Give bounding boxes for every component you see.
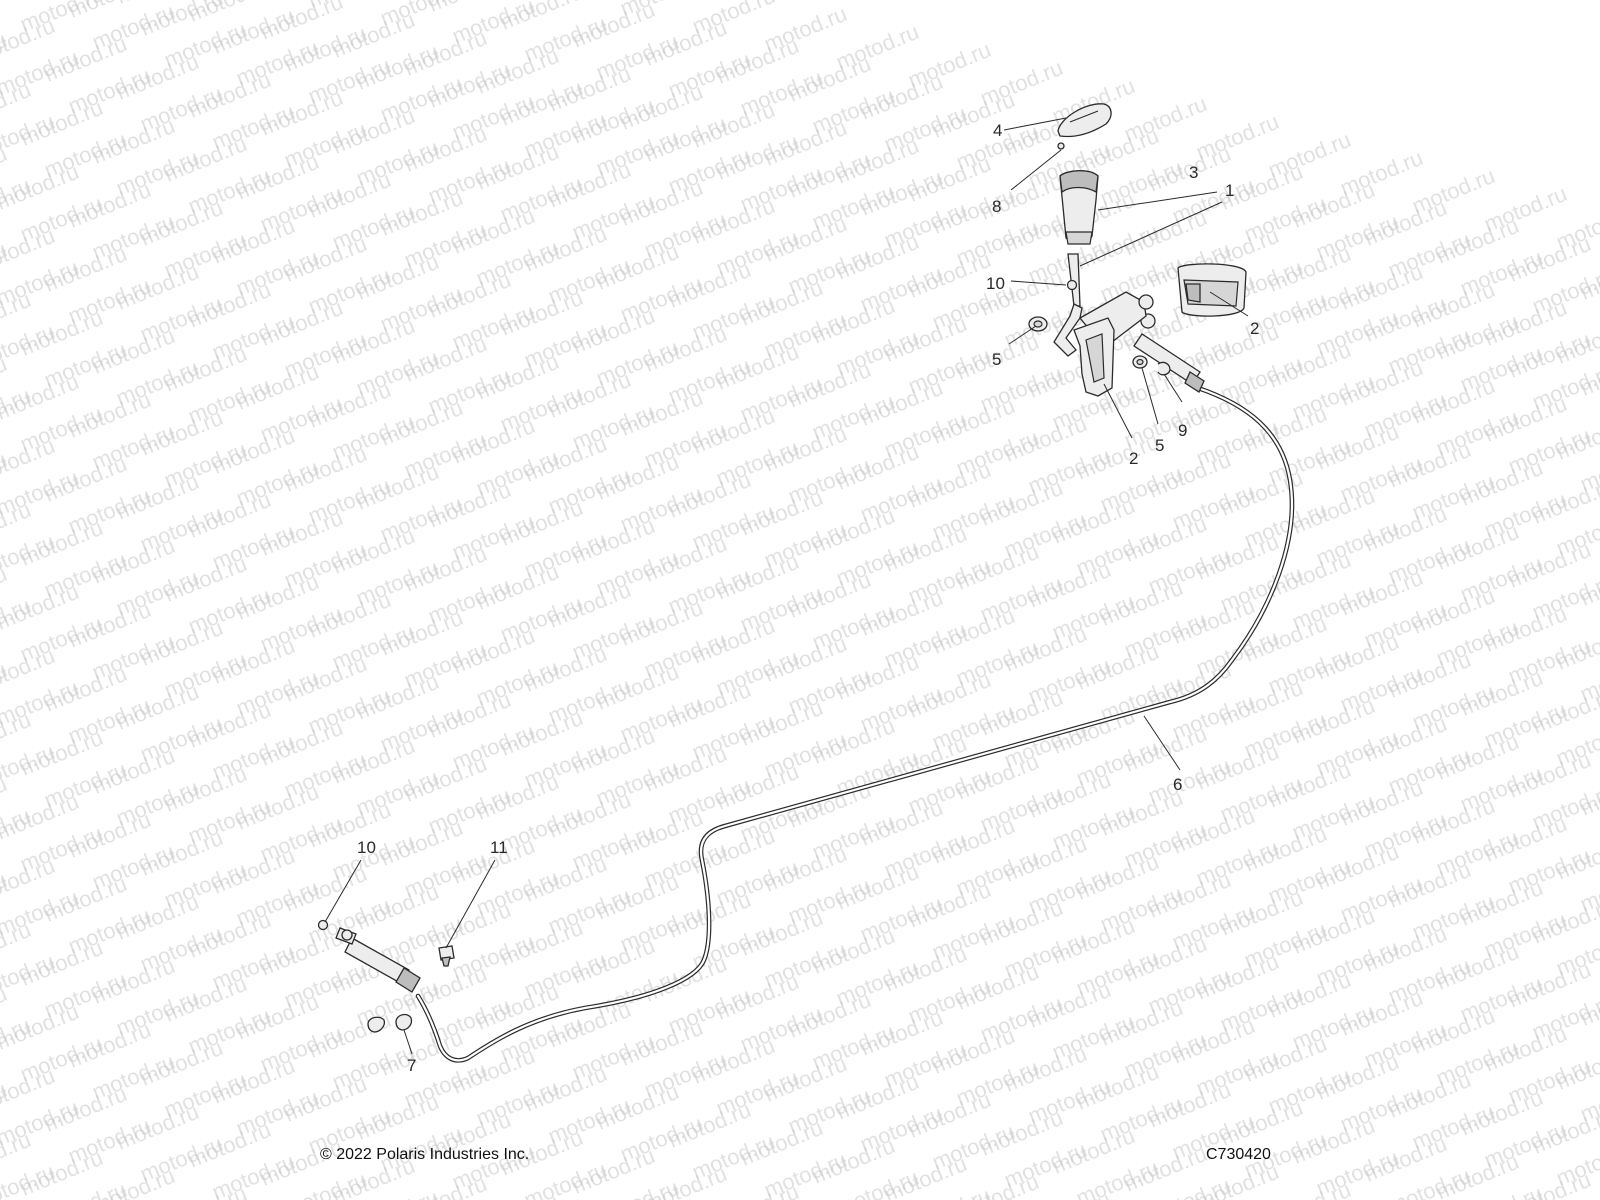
nuts (367, 1013, 413, 1033)
leader-2-lower (1103, 383, 1133, 439)
pin (1057, 142, 1065, 150)
small-nut-lower-body (317, 919, 329, 931)
callout-8: 8 (992, 197, 1001, 216)
leader-10-lower (324, 859, 362, 923)
leader-2-upper (1209, 291, 1249, 317)
upper-cable-end (1133, 313, 1205, 393)
shifter-bracket (1073, 317, 1115, 397)
callout-10-lower: 10 (357, 838, 376, 857)
shift-lever-pivot (1138, 294, 1154, 310)
copyright-notice: © 2022 Polaris Industries Inc. (320, 1146, 530, 1163)
callout-labels: 1 2 2 3 4 5 5 6 7 8 9 10 10 11 (357, 121, 1259, 1075)
shift-cable (415, 385, 1295, 1063)
upper-cable-ferrule (1184, 371, 1205, 393)
leader-8 (1010, 149, 1062, 191)
callout-3: 3 (1189, 163, 1198, 182)
callout-1: 1 (1225, 181, 1234, 200)
leader-3 (1097, 191, 1218, 211)
shift-knob-collar (1065, 231, 1093, 245)
callout-2-lower: 2 (1129, 449, 1138, 468)
leader-7 (403, 1029, 413, 1055)
leader-11 (445, 859, 496, 949)
leader-4 (1003, 117, 1067, 131)
small-nut-upper-body (1066, 279, 1078, 291)
lower-cable-eyelet (341, 929, 353, 941)
callout-4: 4 (993, 121, 1002, 140)
shift-knob-top (1059, 170, 1099, 194)
push-fastener-stem (441, 956, 451, 967)
callout-10-upper: 10 (986, 274, 1005, 293)
callout-9: 9 (1178, 421, 1187, 440)
shift-cable-core (416, 386, 1294, 1062)
pin-head (1057, 142, 1065, 150)
leader-lines (324, 117, 1249, 1055)
knob-cap (1057, 103, 1112, 138)
shift-boot-opening (1185, 283, 1201, 303)
push-fastener (438, 945, 455, 967)
shift-knob (1059, 170, 1099, 245)
washer-lower (1132, 355, 1148, 369)
callout-6: 6 (1173, 775, 1182, 794)
small-nut-upper (1066, 279, 1078, 291)
leader-1 (1079, 201, 1223, 267)
knob-cap-body (1057, 103, 1112, 138)
leader-6 (1143, 715, 1181, 771)
retaining-clip-body (1157, 361, 1171, 376)
callout-11: 11 (490, 838, 508, 857)
callout-7: 7 (407, 1056, 416, 1075)
washer-lower-hole (1136, 358, 1144, 366)
callout-2-upper: 2 (1250, 319, 1259, 338)
shift-lever-shaft (1067, 253, 1081, 307)
shifter-bracket-slot (1085, 333, 1105, 383)
small-nut-lower (317, 919, 329, 931)
knob-cap-detail (1069, 110, 1099, 123)
washer-upper-hole (1033, 320, 1043, 328)
shift-lever-arm (1053, 303, 1083, 357)
retaining-clip (1157, 361, 1171, 376)
nut-left (367, 1016, 386, 1033)
leader-5-upper (1008, 325, 1037, 345)
lower-cable-end (335, 927, 421, 993)
nut-right (395, 1013, 413, 1031)
drawing-number: C730420 (1206, 1146, 1271, 1163)
watermark-text: motod.ru (0, 1159, 58, 1200)
leader-9 (1163, 373, 1183, 403)
lower-cable-ferrule (395, 967, 421, 993)
leader-5-lower (1141, 367, 1159, 425)
callout-5-lower: 5 (1155, 436, 1164, 455)
callout-5-upper: 5 (992, 350, 1001, 369)
leader-10-upper (1010, 280, 1067, 286)
